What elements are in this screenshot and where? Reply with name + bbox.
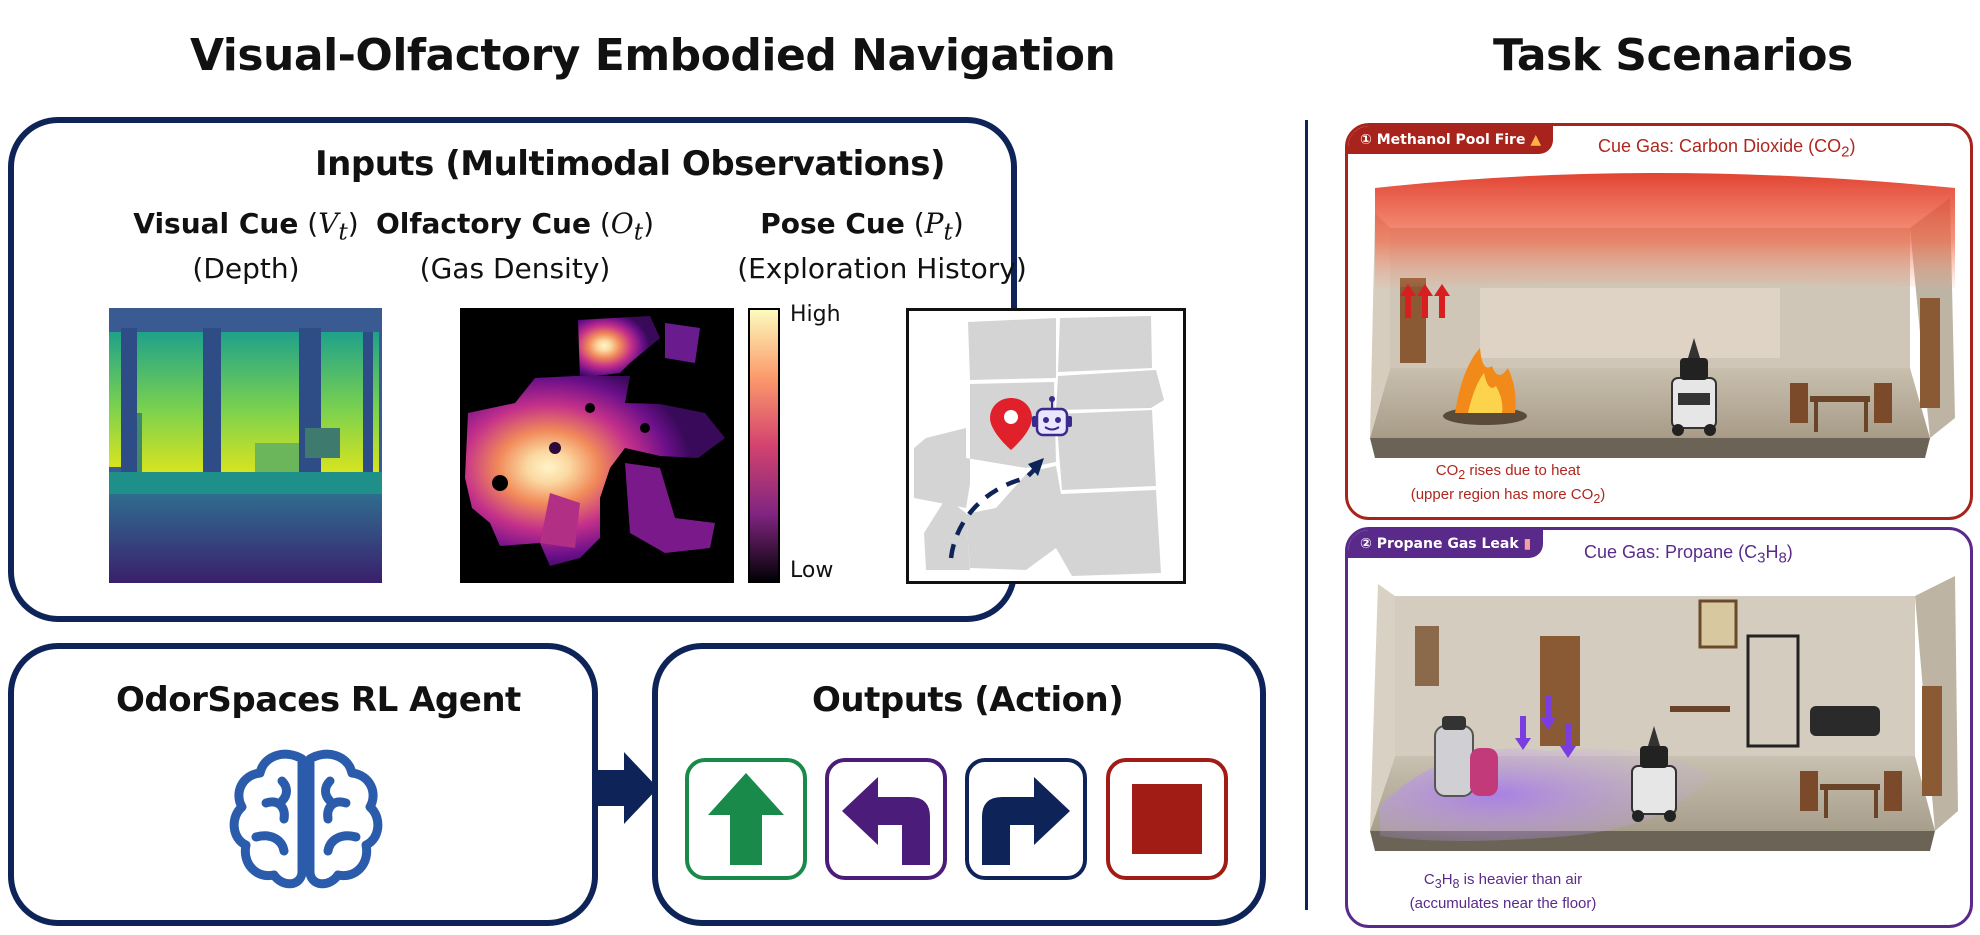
upward-arrow-icons	[1400, 284, 1450, 318]
robot-icon	[1032, 396, 1072, 437]
scenario-propane-tag: ② Propane Gas Leak ▮	[1348, 530, 1544, 558]
scenario-fire-card: ① Methanol Pool Fire ▲ Cue Gas: Carbon D…	[1345, 123, 1973, 520]
robot-illustration	[1631, 726, 1677, 822]
outputs-title: Outputs (Action)	[812, 680, 1124, 720]
olfactory-cue-title: Olfactory Cue (Ot)	[375, 207, 655, 246]
stop-icon	[1132, 784, 1202, 854]
pose-cue-subtitle: (Exploration History)	[737, 252, 1027, 285]
scenario-fire-note: CO2 rises due to heat (upper region has …	[1410, 462, 1606, 506]
gas-density-map	[460, 308, 734, 583]
density-colorbar	[748, 308, 780, 583]
flame-icon: ▲	[1530, 132, 1542, 148]
flow-arrow-icon	[594, 752, 658, 824]
fire-room-illustration	[1370, 173, 1955, 458]
inputs-title: Inputs (Multimodal Observations)	[315, 144, 946, 184]
colorbar-low-label: Low	[790, 558, 834, 583]
robot-illustration	[1671, 338, 1717, 436]
visual-cue-subtitle: (Depth)	[192, 252, 300, 285]
turn-left-icon	[842, 777, 930, 865]
depth-image	[109, 308, 382, 583]
action-forward-button[interactable]	[685, 758, 807, 880]
action-turn-left-button[interactable]	[825, 758, 947, 880]
scenario-propane-card: ② Propane Gas Leak ▮ Cue Gas: Propane (C…	[1345, 527, 1973, 928]
turn-right-icon	[982, 777, 1070, 865]
action-stop-button[interactable]	[1106, 758, 1228, 880]
arrow-up-icon	[708, 773, 784, 865]
gas-canister-icon: ▮	[1523, 536, 1532, 552]
colorbar-high-label: High	[790, 302, 841, 327]
section-divider	[1305, 120, 1308, 910]
scenario-fire-tag: ① Methanol Pool Fire ▲	[1348, 126, 1554, 154]
pose-cue-title: Pose Cue (Pt)	[760, 207, 964, 246]
scenario-fire-cue-gas: Cue Gas: Carbon Dioxide (CO2)	[1598, 136, 1856, 161]
scenario-propane-cue-gas: Cue Gas: Propane (C3H8)	[1584, 542, 1793, 567]
scenario-propane-note: C3H8 is heavier than air (accumulates ne…	[1409, 871, 1597, 912]
location-pin-icon	[990, 398, 1032, 450]
exploration-map	[906, 308, 1186, 584]
action-turn-right-button[interactable]	[965, 758, 1087, 880]
visual-cue-title: Visual Cue (Vt)	[133, 207, 359, 246]
main-title: Visual-Olfactory Embodied Navigation	[190, 30, 1116, 81]
olfactory-cue-subtitle: (Gas Density)	[419, 252, 611, 285]
scenarios-title: Task Scenarios	[1493, 30, 1853, 81]
propane-room-illustration	[1370, 576, 1958, 851]
downward-arrow-icons	[1515, 696, 1576, 758]
brain-icon	[229, 749, 383, 889]
agent-title: OdorSpaces RL Agent	[116, 680, 521, 720]
